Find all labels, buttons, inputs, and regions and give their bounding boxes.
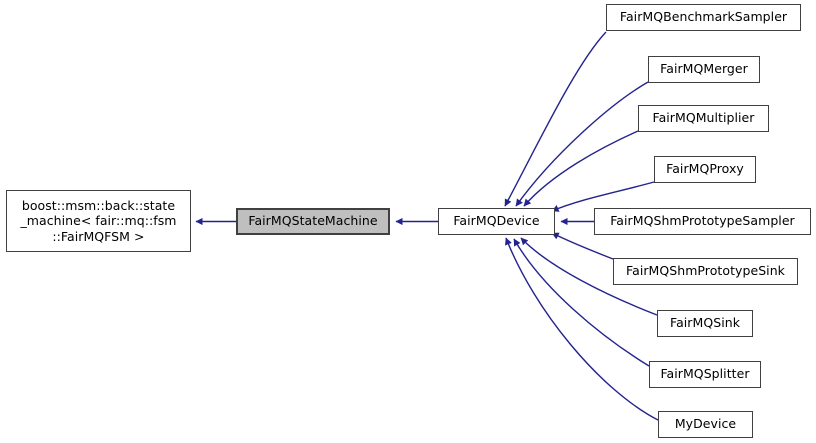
fairmq-sink-node[interactable]: FairMQSink	[657, 310, 753, 337]
edge-proxy-to-device	[551, 181, 655, 212]
edge-multiplier-to-device	[523, 130, 639, 207]
fairmq-splitter-node[interactable]: FairMQSplitter	[649, 361, 761, 388]
boost-state-machine-label: boost::msm::back::state _machine< fair::…	[20, 197, 177, 244]
fairmq-sink-label: FairMQSink	[669, 315, 740, 331]
boost-state-machine-node[interactable]: boost::msm::back::state _machine< fair::…	[6, 190, 191, 252]
fairmq-device-label: FairMQDevice	[453, 213, 540, 229]
fairmq-benchmark-sampler-node[interactable]: FairMQBenchmarkSampler	[606, 4, 801, 31]
fairmq-shm-prototype-sampler-node[interactable]: FairMQShmPrototypeSampler	[594, 208, 811, 235]
fairmq-merger-label: FairMQMerger	[660, 61, 748, 77]
fairmq-proxy-node[interactable]: FairMQProxy	[654, 156, 756, 183]
edge-shmprototypesink-to-device	[551, 232, 614, 260]
fairmq-shm-prototype-sink-node[interactable]: FairMQShmPrototypeSink	[613, 258, 798, 285]
edge-merger-to-device	[515, 81, 649, 207]
fairmq-proxy-label: FairMQProxy	[666, 161, 744, 177]
fairmq-splitter-label: FairMQSplitter	[660, 366, 750, 382]
my-device-node[interactable]: MyDevice	[658, 411, 753, 438]
fairmq-shm-prototype-sink-label: FairMQShmPrototypeSink	[626, 263, 785, 279]
fairmq-state-machine-node[interactable]: FairMQStateMachine	[236, 208, 390, 235]
fairmq-device-node[interactable]: FairMQDevice	[438, 208, 555, 235]
fairmq-shm-prototype-sampler-label: FairMQShmPrototypeSampler	[610, 213, 795, 229]
fairmq-multiplier-node[interactable]: FairMQMultiplier	[638, 105, 769, 132]
edge-benchmarksampler-to-device	[504, 31, 607, 207]
my-device-label: MyDevice	[674, 416, 737, 432]
fairmq-state-machine-label: FairMQStateMachine	[248, 213, 378, 229]
fairmq-multiplier-label: FairMQMultiplier	[652, 110, 755, 126]
fairmq-benchmark-sampler-label: FairMQBenchmarkSampler	[619, 9, 788, 25]
fairmq-merger-node[interactable]: FairMQMerger	[648, 56, 760, 83]
